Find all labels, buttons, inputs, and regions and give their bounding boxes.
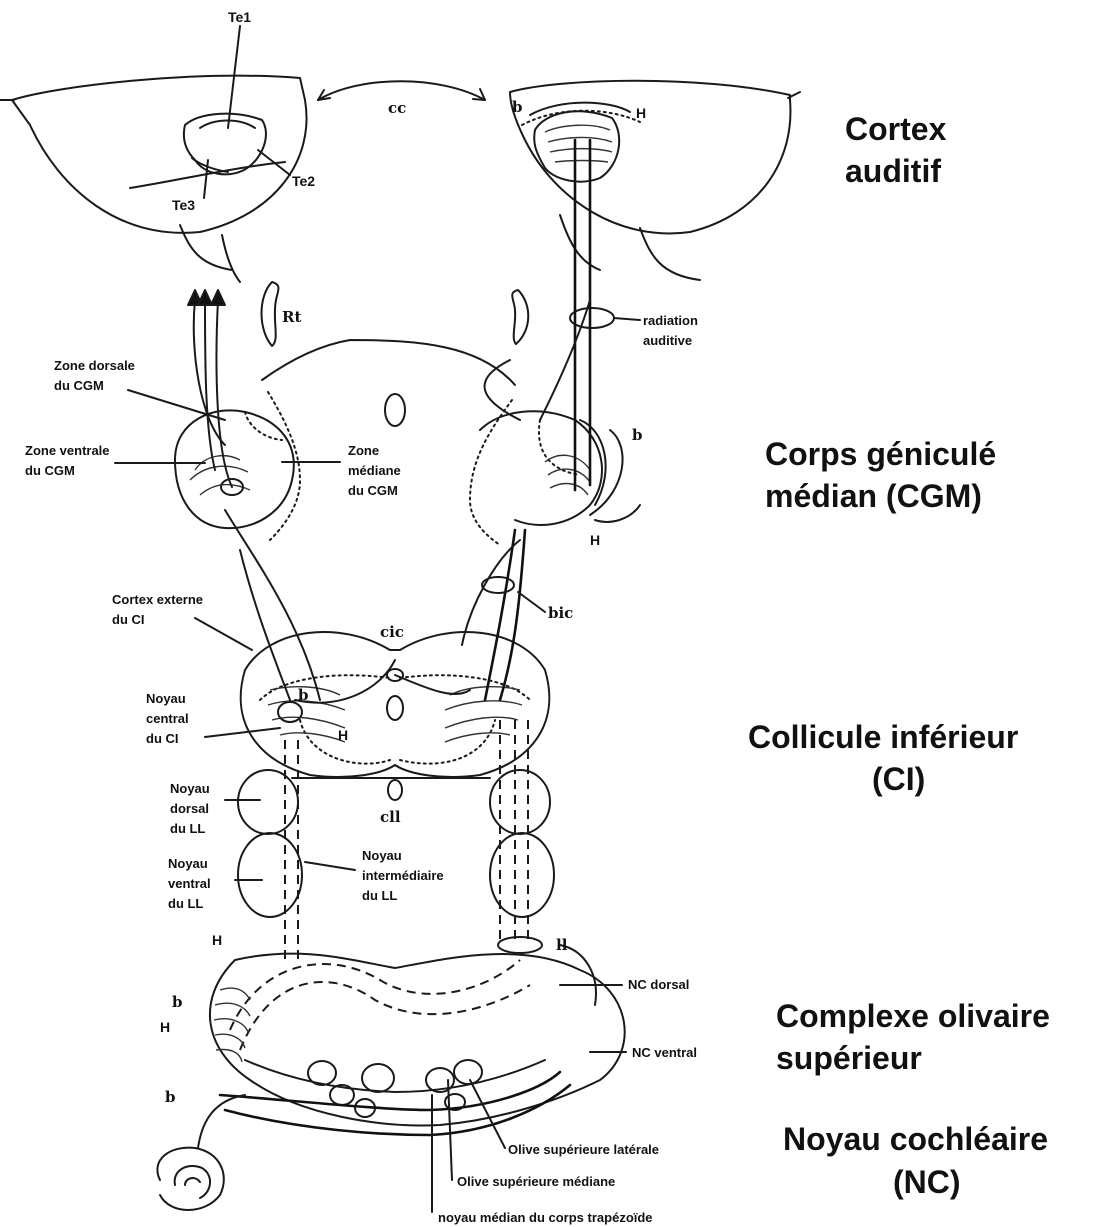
- cgm-h-label: H: [590, 532, 600, 548]
- noyau-intermediaire-line1: Noyau: [362, 848, 402, 863]
- region-nc-line2: (NC): [893, 1164, 961, 1200]
- ci-h-label: H: [338, 727, 348, 743]
- cc-label: cc: [388, 99, 406, 117]
- rt-label: Rt: [282, 308, 301, 326]
- left-cgm: [175, 392, 300, 540]
- thalamus-outline: [262, 340, 515, 385]
- cll-label: cll: [380, 808, 401, 826]
- zone-ventrale-line1: Zone ventrale: [25, 443, 110, 458]
- zone-mediane-line1: Zone: [348, 443, 379, 458]
- stem-h2-label: H: [160, 1019, 170, 1035]
- ci-b-label: b: [298, 686, 309, 704]
- cortex-externe-line2: du CI: [112, 612, 145, 627]
- cc-arrow: [318, 81, 485, 100]
- cic-label: cic: [380, 623, 404, 641]
- cgm-b-label: b: [632, 426, 643, 444]
- te2-label: Te2: [292, 173, 315, 189]
- region-cos-line1: Complexe olivaire: [776, 998, 1050, 1034]
- trapezoide-label: noyau médian du corps trapézoïde: [438, 1210, 653, 1225]
- right-hemisphere: [510, 81, 800, 280]
- noyau-ventral-line1: Noyau: [168, 856, 208, 871]
- third-ventricle: [385, 394, 405, 426]
- noyau-central-line1: Noyau: [146, 691, 186, 706]
- region-nc-line1: Noyau cochléaire: [783, 1121, 1048, 1157]
- noyau-ventral-line3: du LL: [168, 896, 203, 911]
- te1-label: Te1: [228, 9, 251, 25]
- stem-h1-label: H: [212, 932, 222, 948]
- region-cortex-line2: auditif: [845, 153, 941, 189]
- bic-label: bic: [548, 604, 573, 622]
- stem-b2-label: b: [165, 1088, 176, 1106]
- left-hemisphere: [0, 26, 307, 282]
- zone-dorsale-line2: du CGM: [54, 378, 104, 393]
- noyau-dorsal-line3: du LL: [170, 821, 205, 836]
- region-cortex-line1: Cortex: [845, 111, 947, 147]
- noyau-intermediaire-line2: intermédiaire: [362, 868, 444, 883]
- region-ci-line1: Collicule inférieur: [748, 719, 1018, 755]
- cortex-h-label: H: [636, 105, 646, 121]
- rt-nucleus-left: [262, 282, 279, 346]
- nc-ventral-label: NC ventral: [632, 1045, 697, 1060]
- right-cgm: [470, 400, 606, 545]
- noyau-ventral-line2: ventral: [168, 876, 211, 891]
- cortex-b-label: b: [512, 98, 523, 116]
- noyau-dorsal-line2: dorsal: [170, 801, 209, 816]
- radiation-ellipse: [570, 308, 614, 328]
- zone-mediane-line3: du CGM: [348, 483, 398, 498]
- zone-ventrale-line2: du CGM: [25, 463, 75, 478]
- noyau-dorsal-line1: Noyau: [170, 781, 210, 796]
- rt-nucleus-right: [512, 290, 528, 344]
- region-cgm-line2: médian (CGM): [765, 478, 982, 514]
- noyau-intermediaire-line3: du LL: [362, 888, 397, 903]
- ll-label: ll: [556, 936, 568, 954]
- cortex-externe-line1: Cortex externe: [112, 592, 203, 607]
- region-cos-line2: supérieur: [776, 1040, 922, 1076]
- zone-dorsale-line1: Zone dorsale: [54, 358, 135, 373]
- brainstem: [210, 945, 625, 1135]
- olive-mediane-label: Olive supérieure médiane: [457, 1174, 615, 1189]
- zone-mediane-line2: médiane: [348, 463, 401, 478]
- olive-laterale-label: Olive supérieure latérale: [508, 1142, 659, 1157]
- nc-dorsal-label: NC dorsal: [628, 977, 689, 992]
- region-ci-line2: (CI): [872, 761, 925, 797]
- noyau-central-line2: central: [146, 711, 189, 726]
- noyau-central-line3: du CI: [146, 731, 179, 746]
- radiation-label-line2: auditive: [643, 333, 692, 348]
- stem-b1-label: b: [172, 993, 183, 1011]
- region-cgm-line1: Corps géniculé: [765, 436, 996, 472]
- radiation-label-line1: radiation: [643, 313, 698, 328]
- te3-label: Te3: [172, 197, 195, 213]
